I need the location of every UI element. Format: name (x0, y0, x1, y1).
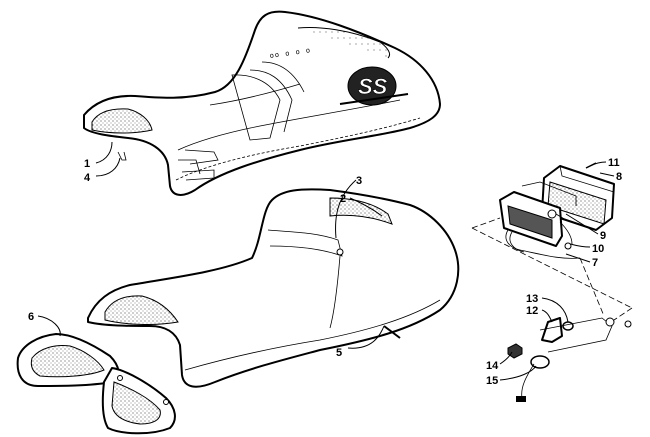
leader-lines (37, 141, 615, 381)
taillight-assembly (499, 162, 615, 259)
callout-6: 6 (28, 311, 34, 323)
callout-9: 9 (600, 230, 606, 242)
ss-logo-text: SS (358, 74, 388, 99)
front-panel (16, 333, 176, 435)
assembly-guides (471, 217, 633, 321)
seat-upper: oo o o o SS (83, 10, 441, 196)
callout-15: 15 (486, 375, 498, 387)
callout-7: 7 (592, 257, 598, 269)
callout-1: 1 (84, 158, 90, 170)
switch-parts (507, 317, 632, 402)
callout-4: 4 (84, 172, 91, 184)
ss-logo: SS (339, 66, 409, 106)
callouts: 1 4 3 2 5 6 7 8 9 10 11 12 13 14 15 (28, 157, 622, 387)
callout-8: 8 (616, 171, 622, 183)
callout-5: 5 (336, 347, 342, 359)
callout-13: 13 (526, 293, 538, 305)
callout-11: 11 (608, 157, 620, 169)
callout-10: 10 (592, 243, 604, 255)
callout-12: 12 (526, 305, 538, 317)
callout-2: 2 (340, 193, 346, 205)
seat-lower (87, 188, 460, 388)
callout-14: 14 (486, 360, 499, 372)
callout-3: 3 (356, 175, 362, 187)
